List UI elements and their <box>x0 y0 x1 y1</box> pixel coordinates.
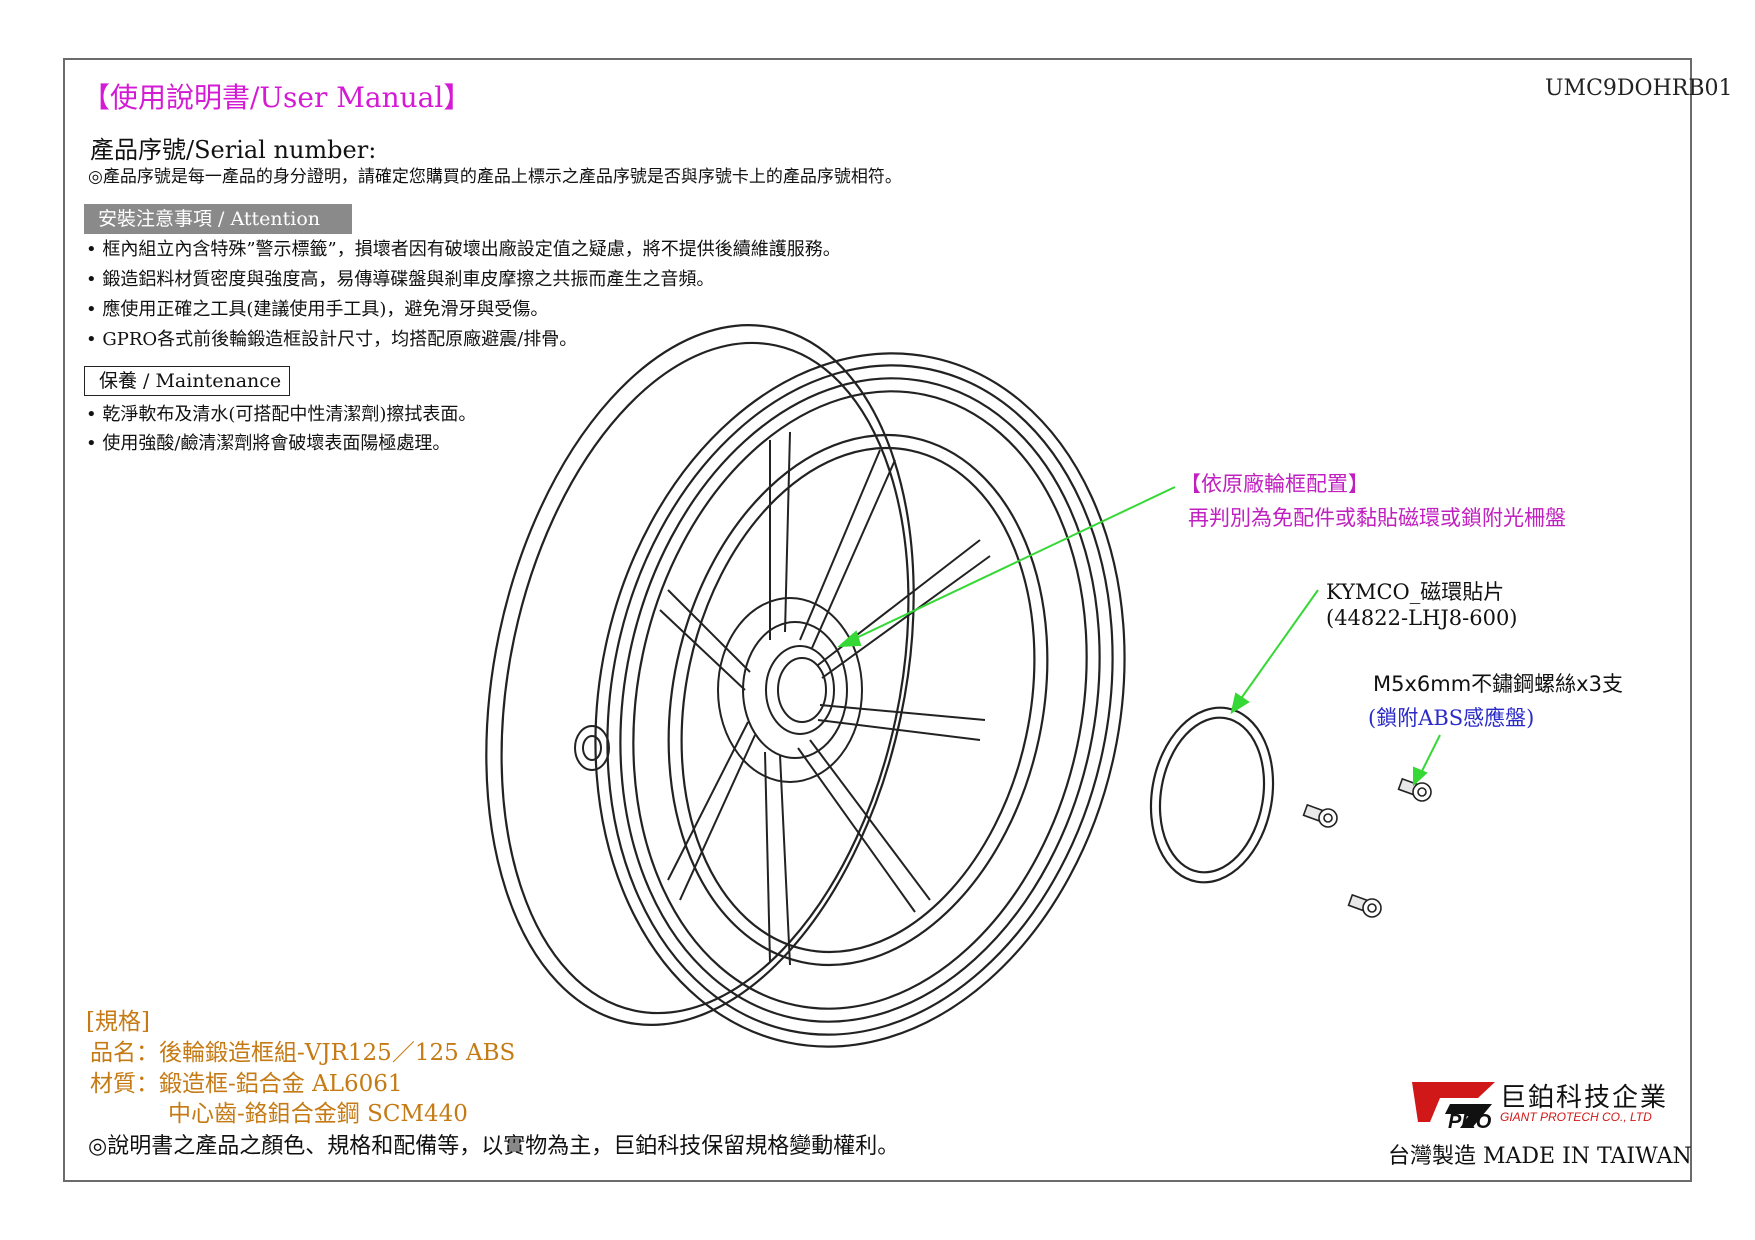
spec-material-core: 中心齒-鉻鉬合金鋼 SCM440 <box>168 1101 468 1127</box>
serial-note: ◎產品序號是每一產品的身分證明，請確定您購買的產品上標示之產品序號是否與序號卡上… <box>88 167 902 187</box>
callout-kymco-part: (44822-LHJ8-600) <box>1326 606 1518 630</box>
spec-heading: [規格] <box>86 1009 150 1035</box>
callout-factory-desc: 再判別為免配件或黏貼磁環或鎖附光柵盤 <box>1188 506 1566 530</box>
wheel-rim-back <box>485 324 915 1026</box>
page-title: 【使用說明書/User Manual】 <box>82 81 472 114</box>
logo-text: PRO <box>1448 1111 1492 1133</box>
spec-product: 品名：後輪鍛造框組-VJR125／125 ABS <box>90 1040 516 1066</box>
screw-icon <box>1397 777 1432 802</box>
screw-icon <box>1302 803 1338 828</box>
callout-kymco-name: KYMCO_磁環貼片 <box>1326 580 1505 604</box>
attention-heading: 安裝注意事項 / Attention <box>84 204 352 234</box>
callout-screw-note: (鎖附ABS感應盤) <box>1368 706 1535 730</box>
maintenance-item: • 乾淨軟布及清水(可搭配中性清潔劑)擦拭表面。 <box>86 404 477 425</box>
attention-item: • 應使用正確之工具(建議使用手工具)，避免滑牙與受傷。 <box>86 299 549 320</box>
serial-label: 產品序號/Serial number: <box>90 136 377 164</box>
made-in-label: 台灣製造 MADE IN TAIWAN <box>1388 1144 1692 1169</box>
maintenance-heading: 保養 / Maintenance <box>84 366 290 396</box>
company-name-cn: 巨鉑科技企業 <box>1500 1083 1669 1113</box>
spec-material: 材質：鍛造框-鋁合金 AL6061 <box>90 1071 403 1097</box>
disclaimer-note: ◎說明書之產品之顏色、規格和配備等，以實物為主，巨鉑科技保留規格變動權利。 <box>88 1134 900 1159</box>
wheel-rim-front <box>594 352 1126 1048</box>
attention-item: • GPRO各式前後輪鍛造框設計尺寸，均搭配原廠避震/排骨。 <box>86 329 578 350</box>
document-code: UMC9DOHRB01 <box>1545 76 1733 101</box>
document-frame <box>63 58 1692 1182</box>
company-name-en: GIANT PROTECH CO., LTD <box>1500 1110 1652 1124</box>
callout-screw-spec: M5x6mm不鏽鋼螺絲x3支 <box>1373 672 1623 696</box>
gpro-logo-icon: PRO <box>1412 1082 1495 1133</box>
magnetic-ring <box>1149 706 1275 884</box>
leader-arrows <box>837 486 1441 787</box>
maintenance-item: • 使用強酸/鹼清潔劑將會破壞表面陽極處理。 <box>86 433 451 454</box>
wheel-hub <box>574 597 863 783</box>
callout-factory-title: 【依原廠輪框配置】 <box>1180 472 1369 496</box>
attention-item: • 框內組立內含特殊”警示標籤”，損壞者因有破壞出廠設定值之疑慮，將不提供後續維… <box>86 239 841 260</box>
attention-item: • 鍛造鋁料材質密度與強度高，易傳導碟盤與剎車皮摩擦之共振而產生之音頻。 <box>86 269 715 290</box>
screw-icon <box>1347 893 1382 918</box>
